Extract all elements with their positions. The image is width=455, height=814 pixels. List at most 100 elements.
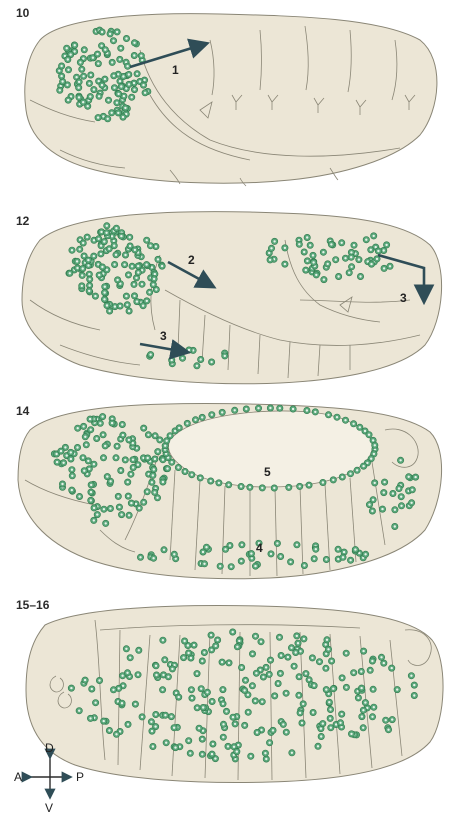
hemocyte-nucleus	[374, 444, 376, 446]
hemocyte-nucleus	[71, 469, 73, 471]
hemocyte-nucleus	[372, 688, 374, 690]
hemocyte-nucleus	[67, 69, 69, 71]
hemocyte-nucleus	[194, 419, 196, 421]
hemocyte-nucleus	[177, 466, 179, 468]
hemocyte-nucleus	[162, 674, 164, 676]
hemocyte-nucleus	[215, 645, 217, 647]
hemocyte-nucleus	[82, 425, 84, 427]
hemocyte-nucleus	[137, 464, 139, 466]
hemocyte-nucleus	[92, 57, 94, 59]
hemocyte-nucleus	[237, 744, 239, 746]
hemocyte-nucleus	[238, 640, 240, 642]
hemocyte-nucleus	[269, 659, 271, 661]
hemocyte-nucleus	[117, 112, 119, 114]
hemocyte-nucleus	[279, 672, 281, 674]
hemocyte-nucleus	[413, 694, 415, 696]
hemocyte-nucleus	[320, 727, 322, 729]
hemocyte-nucleus	[342, 556, 344, 558]
hemocyte-nucleus	[154, 725, 156, 727]
hemocyte-nucleus	[295, 651, 297, 653]
hemocyte-nucleus	[269, 259, 271, 261]
hemocyte-nucleus	[202, 551, 204, 553]
hemocyte-nucleus	[282, 723, 284, 725]
hemocyte-nucleus	[155, 288, 157, 290]
hemocyte-nucleus	[364, 430, 366, 432]
hemocyte-nucleus	[122, 75, 124, 77]
hemocyte-nucleus	[86, 236, 88, 238]
hemocyte-nucleus	[155, 665, 157, 667]
hemocyte-nucleus	[83, 49, 85, 51]
hemocyte-nucleus	[108, 248, 110, 250]
hemocyte-nucleus	[99, 422, 101, 424]
hemocyte-nucleus	[132, 466, 134, 468]
hemocyte-nucleus	[247, 711, 249, 713]
hemocyte-nucleus	[325, 688, 327, 690]
hemocyte-nucleus	[162, 639, 164, 641]
hemocyte-nucleus	[369, 669, 371, 671]
hemocyte-nucleus	[109, 507, 111, 509]
hemocyte-nucleus	[349, 559, 351, 561]
hemocyte-nucleus	[273, 487, 275, 489]
hemocyte-nucleus	[398, 487, 400, 489]
hemocyte-nucleus	[318, 661, 320, 663]
hemocyte-nucleus	[60, 65, 62, 67]
hemocyte-nucleus	[306, 260, 308, 262]
hemocyte-nucleus	[90, 491, 92, 493]
hemocyte-nucleus	[106, 269, 108, 271]
hemocyte-nucleus	[224, 355, 226, 357]
hemocyte-nucleus	[339, 722, 341, 724]
hemocyte-nucleus	[94, 295, 96, 297]
hemocyte-nucleus	[137, 271, 139, 273]
hemocyte-nucleus	[251, 653, 253, 655]
hemocyte-nucleus	[175, 558, 177, 560]
hemocyte-nucleus	[210, 634, 212, 636]
hemocyte-nucleus	[60, 450, 62, 452]
hemocyte-nucleus	[125, 295, 127, 297]
hemocyte-nucleus	[392, 492, 394, 494]
hemocyte-nucleus	[356, 469, 358, 471]
hemocyte-nucleus	[330, 243, 332, 245]
hemocyte-nucleus	[143, 501, 145, 503]
hemocyte-nucleus	[320, 735, 322, 737]
hemocyte-nucleus	[234, 409, 236, 411]
hemocyte-nucleus	[90, 499, 92, 501]
hemocyte-nucleus	[201, 738, 203, 740]
hemocyte-nucleus	[216, 639, 218, 641]
hemocyte-nucleus	[222, 703, 224, 705]
arrow-label-3-ventral: 3	[160, 329, 167, 343]
hemocyte-nucleus	[250, 755, 252, 757]
hemocyte-nucleus	[120, 469, 122, 471]
hemocyte-nucleus	[66, 84, 68, 86]
hemocyte-nucleus	[222, 736, 224, 738]
hemocyte-nucleus	[308, 679, 310, 681]
hemocyte-nucleus	[127, 481, 129, 483]
hemocyte-nucleus	[268, 742, 270, 744]
hemocyte-nucleus	[345, 652, 347, 654]
hemocyte-nucleus	[137, 265, 139, 267]
hemocyte-nucleus	[124, 459, 126, 461]
hemocyte-nucleus	[70, 451, 72, 453]
hemocyte-nucleus	[368, 503, 370, 505]
hemocyte-nucleus	[191, 474, 193, 476]
hemocyte-nucleus	[55, 453, 57, 455]
hemocyte-nucleus	[117, 93, 119, 95]
hemocyte-nucleus	[187, 644, 189, 646]
hemocyte-nucleus	[341, 677, 343, 679]
hemocyte-nucleus	[278, 636, 280, 638]
hemocyte-nucleus	[78, 495, 80, 497]
hemocyte-nucleus	[199, 477, 201, 479]
hemocyte-nucleus	[149, 245, 151, 247]
hemocyte-nucleus	[130, 473, 132, 475]
hemocyte-nucleus	[306, 236, 308, 238]
hemocyte-nucleus	[61, 483, 63, 485]
hemocyte-nucleus	[240, 560, 242, 562]
hemocyte-nucleus	[236, 750, 238, 752]
hemocyte-nucleus	[108, 729, 110, 731]
hemocyte-nucleus	[301, 722, 303, 724]
hemocyte-nucleus	[125, 37, 127, 39]
hemocyte-nucleus	[67, 99, 69, 101]
hemocyte-nucleus	[350, 256, 352, 258]
hemocyte-nucleus	[353, 672, 355, 674]
hemocyte-nucleus	[120, 47, 122, 49]
hemocyte-nucleus	[178, 696, 180, 698]
